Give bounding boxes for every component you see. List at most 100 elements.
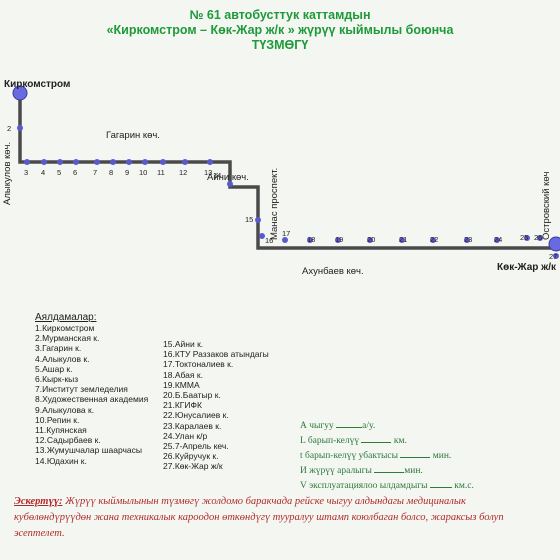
stop-number-6: 6	[73, 168, 77, 177]
stop-marker-26	[537, 235, 543, 241]
legend-item: 8Художественная академия	[35, 394, 148, 404]
stop-marker-6	[73, 159, 79, 165]
legend-item: 6Кырк-кыз	[35, 374, 148, 384]
legend-item: 9Алыкулова к.	[35, 405, 148, 415]
stop-number-12: 12	[179, 168, 187, 177]
stop-marker-8	[110, 159, 116, 165]
stop-number-26: 26	[534, 233, 542, 242]
legend-column-1: 1Киркомстром2Мурманская к.3Гагарин к.4Ал…	[35, 323, 148, 466]
stop-marker-7	[94, 159, 100, 165]
legend-item: 19КММА	[163, 380, 269, 390]
legend-item: 16КТУ Раззаков атындагы	[163, 349, 269, 359]
note-l: L барып-келүү км.	[300, 433, 474, 448]
stop-number-16: 16	[265, 236, 273, 245]
legend-item: 21КГИФК	[163, 400, 269, 410]
stop-number-15: 15	[245, 215, 253, 224]
stop-number-5: 5	[57, 168, 61, 177]
stop-marker-4	[41, 159, 47, 165]
stop-marker-3	[24, 159, 30, 165]
street-gagarin: Гагарин көч.	[106, 130, 160, 141]
stop-marker-20	[367, 237, 373, 243]
stop-marker-13	[207, 159, 213, 165]
terminal-end-label: Көк-Жар ж/к	[497, 262, 557, 273]
street-ostrovsky: Островский көч	[541, 171, 552, 240]
street-aini: Айни көч.	[207, 172, 249, 183]
stop-number-3: 3	[24, 168, 28, 177]
legend-item: 17Токтоналиев к.	[163, 359, 269, 369]
legend-item: 4Алыкулов к.	[35, 354, 148, 364]
stop-marker-16	[259, 233, 265, 239]
route-line	[18, 92, 560, 250]
stop-marker-12	[182, 159, 188, 165]
stop-number-18: 18	[307, 235, 315, 244]
street-manas: Манас проспект.	[269, 168, 280, 240]
legend-item: 3Гагарин к.	[35, 343, 148, 353]
stop-marker-5	[57, 159, 63, 165]
legend-item: 18Абая к.	[163, 370, 269, 380]
remark-line-1: Жүрүү кыймылынын түзмөгү жолдомо баракча…	[65, 496, 466, 507]
legend-heading: Аялдамалар:	[35, 312, 97, 323]
street-alykulov: Алыкулов көч.	[2, 142, 13, 205]
stop-number-11: 11	[157, 168, 165, 177]
stop-marker-22	[430, 237, 436, 243]
stop-number-13: 13	[204, 168, 212, 177]
legend-item: 24Улан к/р	[163, 431, 269, 441]
stop-number-25: 25	[520, 233, 528, 242]
stop-number-7: 7	[93, 168, 97, 177]
header-line-3: ТҮЗМӨГҮ	[251, 38, 309, 52]
stop-marker-17	[282, 237, 288, 243]
stop-marker-24	[494, 237, 500, 243]
legend-item: 12Садырбаев к.	[35, 435, 148, 445]
legend-item: 10Репин к.	[35, 415, 148, 425]
note-a: А чыгуу а/у.	[300, 418, 474, 433]
stop-number-21: 21	[399, 235, 407, 244]
legend-item: 257-Апрель кеч.	[163, 441, 269, 451]
legend-item: 15Айни к.	[163, 339, 269, 349]
legend-item: 5Ашар к.	[35, 364, 148, 374]
stop-number-9: 9	[125, 168, 129, 177]
stop-number-22: 22	[430, 235, 438, 244]
terminal-start-marker	[12, 85, 28, 101]
stop-number-17: 17	[282, 229, 290, 238]
stop-marker-23	[464, 237, 470, 243]
note-i: И жүрүү аралыгы мин.	[300, 463, 474, 478]
header-line-2: «Киркомстром – Көк-Жар ж/к » жүрүү кыймы…	[106, 23, 454, 37]
stop-number-20: 20	[367, 235, 375, 244]
stop-marker-11	[160, 159, 166, 165]
stop-number-14: 14	[213, 171, 221, 180]
stop-number-23: 23	[464, 235, 472, 244]
note-v: V эксплуатациялоо ылдамдыгы км.с.	[300, 478, 474, 493]
legend-item: 13Жумушчалар шаарчасы	[35, 445, 148, 455]
stop-number-27: 27	[549, 252, 557, 261]
stop-marker-15	[255, 217, 261, 223]
terminal-end-marker	[548, 236, 560, 252]
stop-number-19: 19	[335, 235, 343, 244]
legend-item: 7Институт земледелия	[35, 384, 148, 394]
legend-item: 14Юдахин к.	[35, 456, 148, 466]
stop-marker-21	[399, 237, 405, 243]
remark-label: Эскертүү:	[14, 496, 63, 507]
legend-item: 23Каралаев к.	[163, 421, 269, 431]
legend-item: 1Киркомстром	[35, 323, 148, 333]
legend-item: 27Көк-Жар ж/к	[163, 461, 269, 471]
remark-line-2: кубөлөндүрүүдөн жана техникалык кароодон…	[14, 512, 504, 523]
route-parameters: А чыгуу а/у. L барып-келүү км. t барып-к…	[300, 418, 474, 493]
remark-block: Эскертүү: Жүрүү кыймылынын түзмөгү жолдо…	[14, 494, 560, 542]
terminal-start-label: Киркомстром	[4, 79, 70, 90]
legend-column-2: 15Айни к.16КТУ Раззаков атындагы17Токтон…	[163, 339, 269, 472]
stop-number-24: 24	[494, 235, 502, 244]
legend-item: 26Куйручук к.	[163, 451, 269, 461]
remark-line-3: эсептелет.	[14, 528, 65, 539]
note-t: t барып-келүү убактысы мин.	[300, 448, 474, 463]
stop-marker-14	[227, 181, 233, 187]
stop-number-8: 8	[109, 168, 113, 177]
stop-marker-10	[142, 159, 148, 165]
legend-item: 20Б.Баатыр к.	[163, 390, 269, 400]
legend-item: 11Купянская	[35, 425, 148, 435]
stop-marker-19	[335, 237, 341, 243]
header-line-1: № 61 автобусттук каттамдын	[189, 8, 371, 22]
stop-number-10: 10	[139, 168, 147, 177]
stop-marker-9	[126, 159, 132, 165]
